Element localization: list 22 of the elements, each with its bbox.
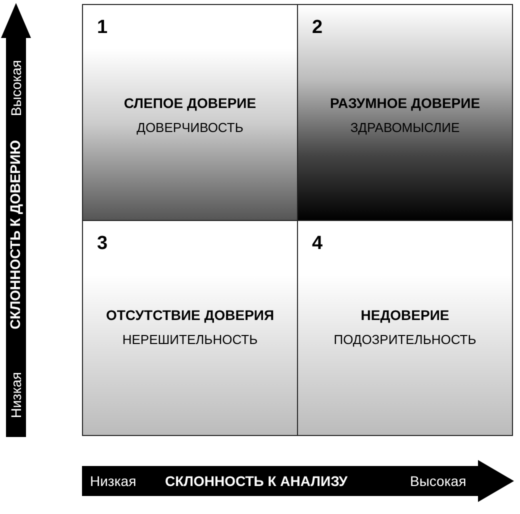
quadrant-number: 1 <box>97 17 108 39</box>
quadrant-panel <box>297 220 513 436</box>
quadrant-subtitle: ЗДРАВОМЫСЛИЕ <box>349 120 461 135</box>
quadrant-title: ОТСУТСТВИЕ ДОВЕРИЯ <box>104 307 276 323</box>
quadrant-number: 4 <box>312 233 323 255</box>
quadrant-subtitle: НЕРЕШИТЕЛЬНОСТЬ <box>121 332 259 347</box>
axis-low-label: Низкая <box>90 473 136 489</box>
quadrant-subtitle: ДОВЕРЧИВОСТЬ <box>136 120 244 135</box>
axis-low-label: Низкая <box>8 372 24 418</box>
axis-high-label: Высокая <box>410 473 466 489</box>
quadrant-title: РАЗУМНОЕ ДОВЕРИЕ <box>328 95 482 111</box>
quadrant-number: 2 <box>312 17 323 39</box>
quadrant-title: СЛЕПОЕ ДОВЕРИЕ <box>122 95 258 111</box>
quadrant-subtitle: ПОДОЗРИТЕЛЬНОСТЬ <box>332 332 478 347</box>
quadrant-panel <box>82 4 298 221</box>
quadrant-panel <box>82 220 298 436</box>
axis-high-label: Высокая <box>8 60 24 116</box>
quadrant-title: НЕДОВЕРИЕ <box>360 307 450 323</box>
quadrant-number: 3 <box>97 233 108 255</box>
axis-title: СКЛОННОСТЬ К АНАЛИЗУ <box>165 473 348 489</box>
quadrant-panel <box>297 4 513 221</box>
axis-title: СКЛОННОСТЬ К ДОВЕРИЮ <box>7 140 23 330</box>
